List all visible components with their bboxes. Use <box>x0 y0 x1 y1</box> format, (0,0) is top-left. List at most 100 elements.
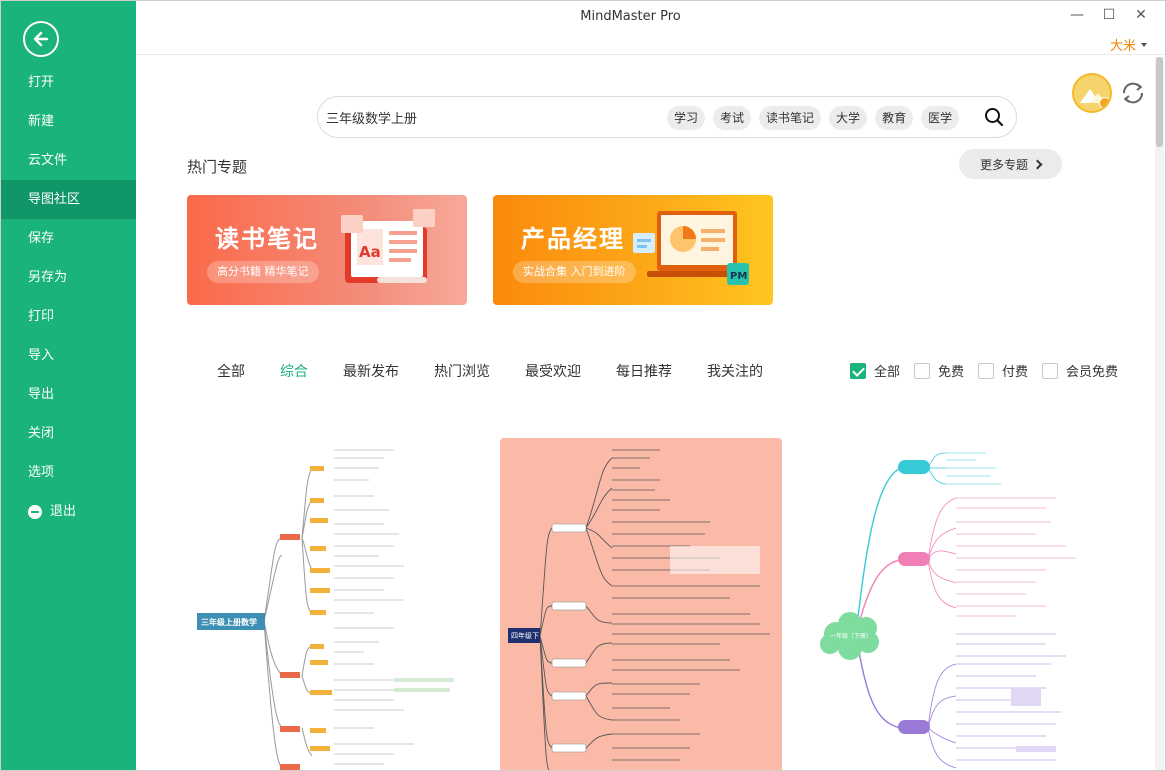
checkbox-checked[interactable] <box>850 362 866 379</box>
minimize-button[interactable]: — <box>1070 7 1084 23</box>
sidebar-item-label: 选项 <box>28 465 55 480</box>
banner-reading-notes[interactable]: 读书笔记 高分书籍 精华笔记 Aa <box>187 195 467 305</box>
search-tag[interactable]: 大学 <box>829 106 868 130</box>
user-menu[interactable]: 大米 <box>1110 35 1147 54</box>
close-button[interactable]: ✕ <box>1135 7 1147 23</box>
sidebar-item-new[interactable]: 新建 <box>1 102 136 141</box>
tab-daily-picks[interactable]: 每日推荐 <box>616 364 672 380</box>
banner-title: 产品经理 <box>521 225 625 253</box>
window-controls: — ☐ ✕ <box>1061 5 1157 25</box>
search-box: 学习 考试 读书笔记 大学 教育 医学 <box>317 96 1017 138</box>
vertical-scrollbar[interactable] <box>1155 57 1164 770</box>
search-tags: 学习 考试 读书笔记 大学 教育 医学 <box>667 106 967 130</box>
sidebar-item-save[interactable]: 保存 <box>1 219 136 258</box>
banner-subtitle: 高分书籍 精华笔记 <box>207 261 319 283</box>
search-tag[interactable]: 读书笔记 <box>759 106 822 130</box>
exit-icon <box>28 504 42 519</box>
tab-following[interactable]: 我关注的 <box>707 364 763 380</box>
banner-subtitle: 实战合集 入门到进阶 <box>513 261 636 283</box>
sidebar-item-label: 退出 <box>50 504 77 519</box>
scrollbar-thumb[interactable] <box>1156 57 1163 147</box>
title-bar: MindMaster Pro — ☐ ✕ 大米 <box>136 1 1165 55</box>
sync-button[interactable] <box>1119 79 1147 111</box>
caret-down-icon <box>1141 42 1147 47</box>
mindmap-root-label: 四年级下 <box>511 631 539 640</box>
book-illustration-icon: Aa <box>341 209 435 283</box>
filter-label: 会员免费 <box>1066 365 1119 380</box>
more-topics-button[interactable]: 更多专题 <box>959 149 1062 179</box>
checkbox[interactable] <box>914 362 931 379</box>
sync-icon <box>1122 82 1144 104</box>
hot-topics-title: 热门专题 <box>187 158 248 176</box>
sidebar-item-export[interactable]: 导出 <box>1 375 136 414</box>
sidebar-menu: 打开 新建 云文件 导图社区 保存 另存为 打印 导入 导出 关闭 选项 退出 <box>1 63 136 531</box>
avatar[interactable] <box>1072 73 1112 113</box>
search-icon <box>985 108 1004 127</box>
category-tabs: 全部 综合 最新发布 热门浏览 最受欢迎 每日推荐 我关注的 <box>217 361 798 381</box>
checkbox[interactable] <box>978 362 995 379</box>
filter-label: 全部 <box>874 365 901 380</box>
checkbox[interactable] <box>1042 362 1059 379</box>
chevron-right-icon <box>1032 159 1043 169</box>
search-tag[interactable]: 考试 <box>713 106 752 130</box>
filter-member-free[interactable]: 会员免费 <box>1042 361 1118 380</box>
sidebar-item-close[interactable]: 关闭 <box>1 414 136 453</box>
sidebar-item-cloud-files[interactable]: 云文件 <box>1 141 136 180</box>
mindmap-card[interactable]: 一年级（下册） <box>806 438 1088 770</box>
tab-latest[interactable]: 最新发布 <box>343 364 399 380</box>
price-filters: 全部 免费 付费 会员免费 <box>850 361 1132 380</box>
sidebar-item-open[interactable]: 打开 <box>1 63 136 102</box>
search-tag[interactable]: 学习 <box>667 106 706 130</box>
mindmap-root-label: 一年级（下册） <box>830 632 872 640</box>
filter-paid[interactable]: 付费 <box>978 361 1028 380</box>
filter-all[interactable]: 全部 <box>850 361 900 380</box>
filter-free[interactable]: 免费 <box>914 361 964 380</box>
maximize-button[interactable]: ☐ <box>1102 7 1116 23</box>
sidebar-item-label: 新建 <box>28 114 55 129</box>
tab-comprehensive[interactable]: 综合 <box>280 364 308 380</box>
sidebar-item-label: 保存 <box>28 231 55 246</box>
tab-hot-views[interactable]: 热门浏览 <box>434 364 490 380</box>
avatar-mountain-shape <box>1090 93 1106 103</box>
banner-product-manager[interactable]: 产品经理 实战合集 入门到进阶 PM <box>493 195 773 305</box>
filter-label: 免费 <box>938 365 965 380</box>
search-input[interactable] <box>326 105 656 129</box>
mindmap-thumbnail: 四年级下 <box>508 449 770 770</box>
mindmap-thumbnail: 三年级上册数学 <box>197 449 454 770</box>
back-arrow-icon <box>33 31 49 47</box>
search-button[interactable] <box>984 107 1004 131</box>
back-button[interactable] <box>23 21 59 57</box>
mindmap-card[interactable]: 四年级下 <box>500 438 782 770</box>
mindmap-root-label: 三年级上册数学 <box>201 617 257 627</box>
sidebar-item-label: 导入 <box>28 348 55 363</box>
book-art-text: Aa <box>359 243 381 261</box>
mindmap-thumbnail: 一年级（下册） <box>820 452 1076 769</box>
sidebar-item-community[interactable]: 导图社区 <box>1 180 136 219</box>
tab-most-popular[interactable]: 最受欢迎 <box>525 364 581 380</box>
vip-badge-icon <box>1099 97 1110 109</box>
sidebar-item-label: 另存为 <box>28 270 68 285</box>
pm-art-text: PM <box>730 271 747 282</box>
sidebar-item-label: 关闭 <box>28 426 55 441</box>
banner-title: 读书笔记 <box>215 225 319 253</box>
monitor-illustration-icon: PM <box>633 211 749 285</box>
sidebar-item-label: 导图社区 <box>28 192 81 207</box>
search-tag[interactable]: 教育 <box>875 106 914 130</box>
sidebar-item-print[interactable]: 打印 <box>1 297 136 336</box>
sidebar-item-exit[interactable]: 退出 <box>1 492 136 531</box>
filter-label: 付费 <box>1002 365 1029 380</box>
sidebar-item-label: 打印 <box>28 309 55 324</box>
sidebar-item-label: 云文件 <box>28 153 68 168</box>
search-tag[interactable]: 医学 <box>921 106 960 130</box>
sidebar-item-save-as[interactable]: 另存为 <box>1 258 136 297</box>
user-name: 大米 <box>1109 39 1136 54</box>
tab-all[interactable]: 全部 <box>217 364 245 380</box>
sidebar-item-import[interactable]: 导入 <box>1 336 136 375</box>
more-topics-label: 更多专题 <box>979 157 1028 172</box>
mindmap-card[interactable]: 三年级上册数学 <box>194 438 476 770</box>
sidebar-item-options[interactable]: 选项 <box>1 453 136 492</box>
sidebar: 打开 新建 云文件 导图社区 保存 另存为 打印 导入 导出 关闭 选项 退出 <box>1 1 136 770</box>
sidebar-item-label: 打开 <box>28 75 55 90</box>
sidebar-item-label: 导出 <box>28 387 55 402</box>
